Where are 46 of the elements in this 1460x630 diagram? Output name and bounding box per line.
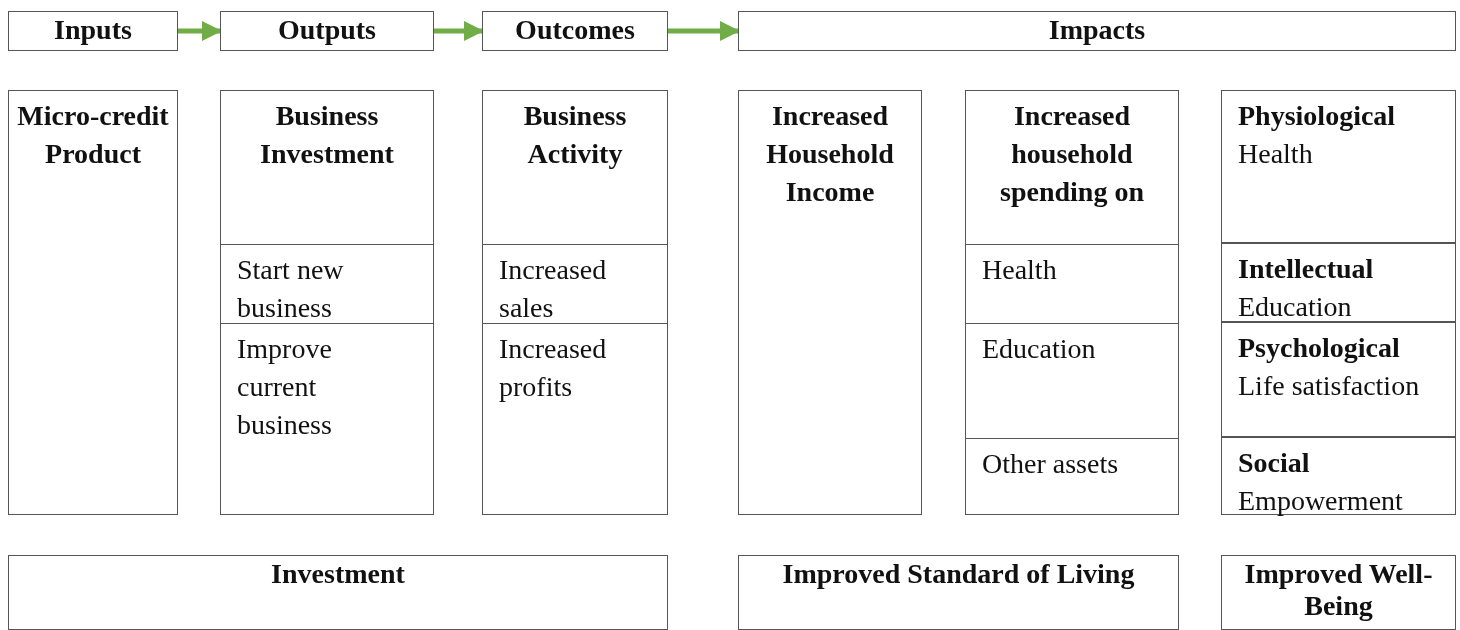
heading-text: Improved Standard of Living: [781, 558, 1136, 591]
summary-box: [738, 555, 1179, 630]
column-box: [8, 90, 178, 515]
header-box: [8, 11, 178, 51]
heading-text: Business Activity: [522, 99, 628, 171]
heading-text: Improved Well-Being: [1243, 558, 1434, 623]
heading-text: Inputs: [53, 13, 133, 47]
column-box: [738, 90, 922, 515]
cell-text: Empowerment: [1237, 483, 1404, 518]
cell-text: Health: [1237, 136, 1314, 171]
heading-text: Impacts: [1047, 13, 1147, 47]
header-box: [220, 11, 434, 51]
cell-text: Life satisfaction: [1237, 368, 1421, 403]
cell-text: Education: [1237, 289, 1353, 324]
heading-text: Increased household spending on: [999, 99, 1145, 209]
cell-text: Start new business: [236, 253, 345, 325]
arrow: [668, 21, 740, 41]
heading-text: Outputs: [276, 13, 377, 47]
heading-text: Micro-credit Product: [16, 99, 170, 171]
cell-text: Health: [981, 253, 1058, 287]
heading-text: Physiological: [1237, 99, 1397, 133]
cell-text: Improve current business: [236, 332, 333, 442]
heading-text: Psychological: [1237, 331, 1401, 365]
heading-text: Intellectual: [1237, 252, 1375, 286]
table-cell: [1221, 243, 1456, 322]
column-box: [482, 90, 668, 515]
cell-text: Increased profits: [498, 332, 608, 404]
summary-box: [1221, 555, 1456, 630]
column-box: [965, 90, 1179, 515]
cell-text: Education: [981, 332, 1097, 366]
table-cell: [1221, 437, 1456, 515]
arrow: [178, 21, 222, 41]
heading-text: Business Investment: [259, 99, 395, 171]
arrow: [434, 21, 484, 41]
column-box: [220, 90, 434, 515]
cell-text: Other assets: [981, 447, 1120, 481]
header-box: [738, 11, 1456, 51]
heading-text: Investment: [270, 558, 406, 591]
cell-text: Increased sales: [498, 253, 608, 325]
table-cell: [1221, 322, 1456, 437]
summary-box: [8, 555, 668, 630]
heading-text: Outcomes: [514, 13, 636, 47]
heading-text: Social: [1237, 446, 1311, 480]
header-box: [482, 11, 668, 51]
heading-text: Increased Household Income: [765, 99, 895, 209]
table-cell: [1221, 90, 1456, 243]
